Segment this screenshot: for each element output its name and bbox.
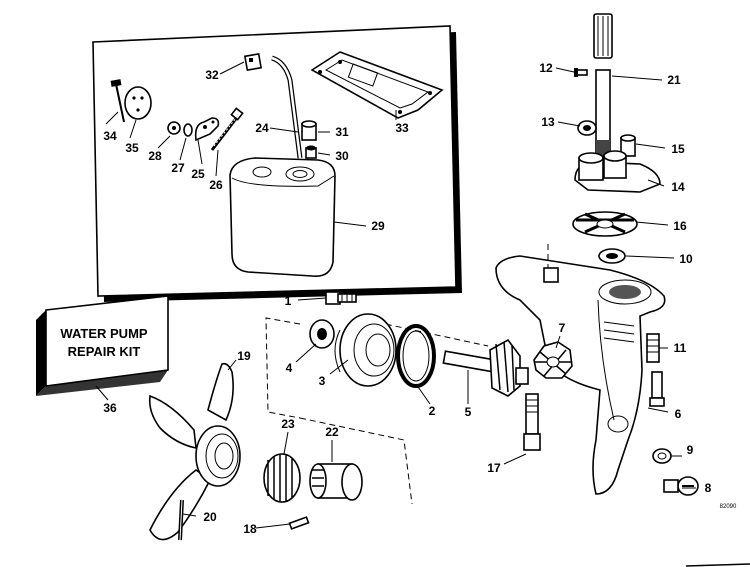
- plug-8-part: [663, 476, 699, 496]
- screw-1-part: [325, 291, 357, 305]
- pinion-gear-7-part: [533, 341, 573, 379]
- pin-part: [110, 79, 125, 123]
- screw-housing-part: [649, 371, 665, 407]
- cover-disc-part: [124, 86, 152, 120]
- callout-17: 17: [487, 461, 501, 475]
- callout-31: 31: [335, 125, 349, 139]
- gasket-plate-part: [310, 51, 444, 119]
- splined-hub-23-part: [263, 453, 301, 503]
- callout-8: 8: [705, 481, 712, 495]
- callout-20: 20: [203, 510, 217, 524]
- plate-10-part: [598, 248, 626, 264]
- callout-4: 4: [286, 361, 293, 375]
- screw-part: [210, 107, 244, 151]
- impeller-housing-14-part: [574, 150, 661, 193]
- drawing-code: 82090: [720, 504, 737, 510]
- kit-box-line-1: WATER PUMP: [60, 326, 147, 341]
- callout-3: 3: [319, 374, 326, 388]
- water-tube-part: [271, 55, 303, 159]
- callout-12: 12: [539, 61, 553, 75]
- callout-15: 15: [671, 142, 685, 156]
- pump-liner-13-part: [577, 120, 597, 136]
- o-ring-2-part: [396, 324, 436, 388]
- callout-6: 6: [675, 407, 682, 421]
- callout-21: 21: [667, 73, 681, 87]
- bottom-edge-line: [685, 563, 750, 567]
- callout-13: 13: [541, 115, 555, 129]
- nut-part: [167, 121, 181, 135]
- clamp-part: [194, 117, 220, 142]
- callout-7: 7: [559, 321, 566, 335]
- callout-19: 19: [237, 349, 251, 363]
- callout-10: 10: [679, 252, 693, 266]
- callout-labels: 1 2 3 4 5 6 7 8 9 10 11 12 13 14 15 16 1…: [103, 61, 711, 536]
- callout-27: 27: [171, 161, 185, 175]
- callout-36: 36: [103, 401, 117, 415]
- callout-24: 24: [255, 121, 269, 135]
- callout-5: 5: [465, 405, 472, 419]
- shear-pin-18-part: [288, 516, 310, 530]
- callout-26: 26: [209, 178, 223, 192]
- callout-34: 34: [103, 129, 117, 143]
- pin-12-part: [574, 68, 588, 77]
- bearing-housing-3-part: [334, 313, 397, 387]
- callout-2: 2: [429, 404, 436, 418]
- bolt-17-part: [523, 393, 541, 451]
- grommet-part: [301, 120, 317, 141]
- gasket-9-part: [652, 448, 672, 464]
- leader-lines: [95, 61, 696, 529]
- propeller-19-part: [148, 362, 241, 541]
- water-pump-kit-box: WATER PUMP REPAIR KIT: [36, 295, 169, 396]
- callout-32: 32: [205, 68, 219, 82]
- tank-housing-part: [229, 157, 336, 278]
- callout-22: 22: [325, 425, 339, 439]
- propeller-shaft-5-part: [442, 338, 529, 397]
- callout-35: 35: [125, 141, 139, 155]
- screw-15-part: [620, 134, 636, 157]
- impeller-16-part: [572, 211, 638, 237]
- callout-33: 33: [395, 121, 409, 135]
- callout-14: 14: [671, 180, 685, 194]
- thrust-hub-22-part: [309, 463, 363, 501]
- callout-23: 23: [281, 417, 295, 431]
- callout-30: 30: [335, 149, 349, 163]
- callout-29: 29: [371, 219, 385, 233]
- screw-11-part: [646, 333, 660, 363]
- callout-11: 11: [674, 341, 687, 355]
- spacer-4-part: [309, 319, 335, 349]
- callout-16: 16: [673, 219, 687, 233]
- callout-18: 18: [243, 522, 257, 536]
- seal-part: [305, 145, 317, 159]
- kit-box-line-2: REPAIR KIT: [68, 344, 141, 359]
- cotter-pin-20-part: [178, 499, 184, 541]
- clip-part: [243, 52, 263, 72]
- callout-28: 28: [148, 149, 162, 163]
- assembly-dash-outline: [265, 317, 489, 505]
- callout-9: 9: [687, 443, 694, 457]
- washer-part: [183, 123, 193, 137]
- callout-25: 25: [191, 167, 205, 181]
- drive-shaft-part: [593, 13, 613, 157]
- callout-1: 1: [285, 294, 292, 308]
